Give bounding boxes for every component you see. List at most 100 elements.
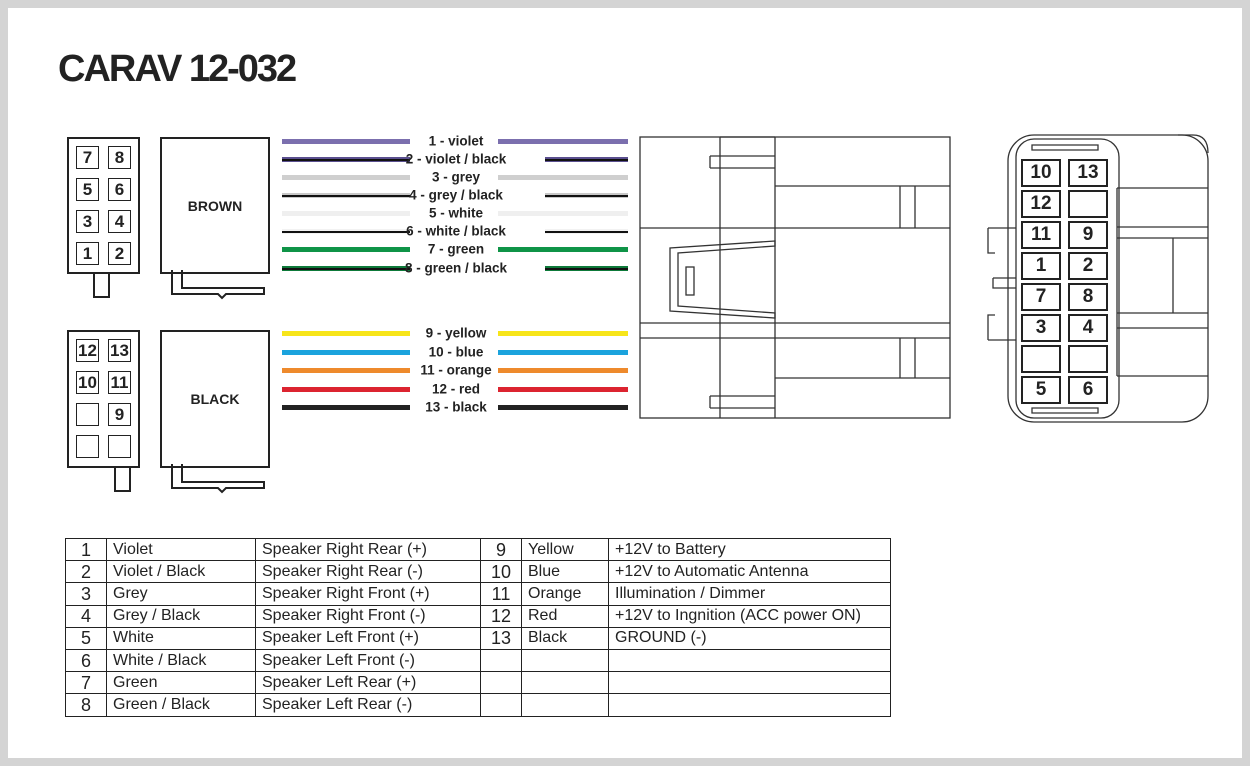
function: +12V to Battery <box>608 537 891 562</box>
pin-5: 5 <box>76 178 99 201</box>
wire-label-12: 12 - red <box>431 381 481 397</box>
wire-label-7: 7 - green <box>427 241 485 257</box>
face-pin-7: 7 <box>1021 283 1061 311</box>
brown-label: BROWN <box>187 197 243 214</box>
wire-label-13: 13 - black <box>425 399 487 415</box>
pin-8: 8 <box>108 146 131 169</box>
wire-color: Grey <box>106 582 256 606</box>
wire-color: Green <box>106 671 256 695</box>
function <box>608 671 891 695</box>
wire-right-4 <box>545 193 628 198</box>
pin-empty <box>76 435 99 458</box>
connector-face-outline <box>987 134 1209 423</box>
wire-color: Green / Black <box>106 693 256 717</box>
pin-number: 11 <box>480 582 522 606</box>
wire-label-1: 1 - violet <box>428 133 484 149</box>
face-pin-1: 1 <box>1021 252 1061 280</box>
face-pin-11: 11 <box>1021 221 1061 249</box>
black-housing: BLACK <box>160 330 270 468</box>
wire-right-3 <box>498 175 628 180</box>
face-pin-2: 2 <box>1068 252 1108 280</box>
connector-side-view <box>639 136 951 419</box>
black-latch-tab <box>114 466 131 492</box>
face-pin-5: 5 <box>1021 376 1061 404</box>
wire-left-6 <box>282 229 410 234</box>
function: Speaker Left Rear (+) <box>255 671 481 695</box>
wire-right-9 <box>498 331 628 336</box>
face-pin-12: 12 <box>1021 190 1061 218</box>
wire-left-5 <box>282 211 410 216</box>
pin-number: 9 <box>480 537 522 562</box>
wire-label-5: 5 - white <box>428 205 484 221</box>
function: Speaker Right Rear (-) <box>255 560 481 584</box>
black-clip <box>171 464 265 494</box>
wire-label-6: 6 - white / black <box>406 223 506 239</box>
wire-left-9 <box>282 331 410 336</box>
wire-left-4 <box>282 193 410 198</box>
pin-number: 4 <box>65 604 107 628</box>
brown-latch-tab <box>93 272 110 298</box>
wire-label-2: 2 - violet / black <box>405 151 507 167</box>
pin-4: 4 <box>108 210 131 233</box>
wire-right-6 <box>545 229 628 234</box>
pin-number <box>480 648 522 673</box>
face-pin-empty <box>1068 345 1108 373</box>
pin-13: 13 <box>108 339 131 362</box>
pin-11: 11 <box>108 371 131 394</box>
pin-1: 1 <box>76 242 99 265</box>
wire-color: Black <box>521 626 609 650</box>
wire-label-8: 8 - green / black <box>404 260 508 276</box>
wire-right-12 <box>498 387 628 392</box>
brown-clip <box>171 270 265 300</box>
wire-left-3 <box>282 175 410 180</box>
pin-number: 5 <box>65 626 107 650</box>
wire-right-2 <box>545 157 628 162</box>
wire-left-7 <box>282 247 410 252</box>
pin-2: 2 <box>108 242 131 265</box>
pin-9: 9 <box>108 403 131 426</box>
wire-right-1 <box>498 139 628 144</box>
wire-right-10 <box>498 350 628 355</box>
pin-number: 7 <box>65 671 107 695</box>
black-label: BLACK <box>190 391 240 407</box>
pin-7: 7 <box>76 146 99 169</box>
function <box>608 648 891 673</box>
function: Speaker Right Rear (+) <box>255 537 481 562</box>
face-pin-13: 13 <box>1068 159 1108 187</box>
wire-color: Grey / Black <box>106 604 256 628</box>
face-pin-empty <box>1021 345 1061 373</box>
function: Illumination / Dimmer <box>608 582 891 606</box>
wire-color: Violet / Black <box>106 560 256 584</box>
pin-3: 3 <box>76 210 99 233</box>
face-pin-10: 10 <box>1021 159 1061 187</box>
function: Speaker Right Front (+) <box>255 582 481 606</box>
pin-number: 10 <box>480 560 522 584</box>
wire-label-11: 11 - orange <box>420 362 492 378</box>
function: Speaker Left Front (-) <box>255 648 481 673</box>
pin-number: 1 <box>65 537 107 562</box>
page-title: CARAV 12-032 <box>58 48 297 90</box>
wire-right-5 <box>498 211 628 216</box>
face-pin-9: 9 <box>1068 221 1108 249</box>
wire-color: Orange <box>521 582 609 606</box>
pin-12: 12 <box>76 339 99 362</box>
wire-right-8 <box>545 266 628 271</box>
face-pin-6: 6 <box>1068 376 1108 404</box>
function: +12V to Ingnition (ACC power ON) <box>608 604 891 628</box>
wire-left-12 <box>282 387 410 392</box>
function: GROUND (-) <box>608 626 891 650</box>
pin-empty <box>76 403 99 426</box>
wire-label-3: 3 - grey <box>431 169 481 185</box>
pin-empty <box>108 435 131 458</box>
